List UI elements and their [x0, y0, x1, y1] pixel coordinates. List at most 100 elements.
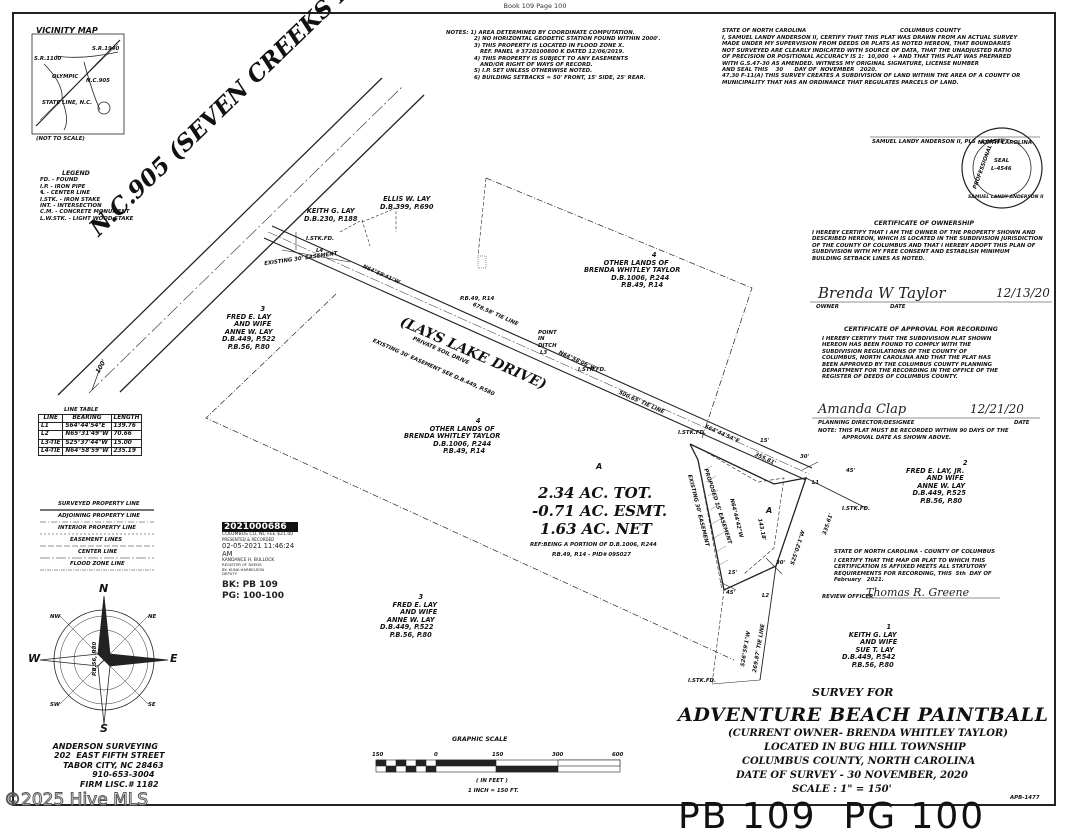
- istk-fd-label: I.STK.FD.: [678, 430, 707, 436]
- vicinity-label-nc905: N.C.905: [86, 78, 110, 84]
- adjoiner-line: BRENDA WHITLEY TAYLOR: [584, 266, 681, 275]
- line-legend-easement: EASEMENT LINES: [70, 537, 123, 543]
- ownership-line: OF THE COUNTY OF COLUMBUS AND THAT I HER…: [812, 242, 1036, 249]
- note-line: 2) NO HORIZONTAL GEODETIC STATION FOUND …: [474, 36, 661, 43]
- legend-item: INT. - INTERSECTION: [40, 203, 102, 210]
- survey-name: ADVENTURE BEACH PAINTBALL: [678, 704, 1049, 726]
- scale-tick: 150: [372, 752, 384, 758]
- compass-ne: NE: [148, 614, 157, 620]
- cert-line: MUNICIPALITY THAT HAS AN ORDINANCE THAT …: [722, 79, 959, 86]
- approval-certificate: I HEREBY CERTIFY THAT THE SUBDIVISION PL…: [822, 336, 998, 381]
- ownership-title: CERTIFICATE OF OWNERSHIP: [874, 220, 975, 227]
- surveyor-city: TABOR CITY, NC 28463: [62, 760, 164, 770]
- table-cell: N64°58'59"W: [62, 446, 112, 457]
- vicinity-label-sr1100: S.R.1100: [34, 56, 62, 62]
- adjoiner-keith-lay-south: 1 KEITH G. LAY AND WIFE SUE T. LAY D.B.4…: [842, 623, 897, 670]
- note-line: NOTES: 1) AREA DETERMINED BY COORDINATE …: [446, 30, 635, 36]
- compass-pb: P.B.56, P.80: [92, 641, 98, 676]
- book-page-header: Book 109 Page 100: [503, 2, 567, 10]
- owner-label: OWNER: [816, 304, 839, 310]
- review-signature: Thomas R. Greene: [866, 586, 970, 599]
- ownership-certificate: I HEREBY CERTIFY THAT I AM THE OWNER OF …: [812, 230, 1043, 262]
- adjoiner-line: D.B.399, P.690: [380, 202, 434, 211]
- line-table-col: LINE: [37, 413, 64, 424]
- vicinity-label-state-line: STATE LINE, N.C.: [42, 100, 93, 106]
- stamp-datetime: 02-05-2021 11:46:24 AM: [222, 542, 295, 559]
- compass-nw: NW: [50, 614, 61, 620]
- legend-title: LEGEND: [62, 170, 90, 177]
- table-cell: L4-TIE: [37, 446, 64, 457]
- point-in-ditch: POINT IN DITCH: [538, 330, 557, 349]
- istk-fd-label: I.STK.FD.: [306, 236, 335, 242]
- adjoiner-line: FRED E. LAY, JR.: [906, 466, 965, 475]
- mls-watermark: ©2025 Hive MLS: [3, 790, 149, 811]
- owner-date-label: DATE: [890, 304, 906, 310]
- adjoiner-line: AND WIFE: [234, 320, 272, 329]
- table-cell: 235.19: [110, 446, 143, 457]
- l3-label: L3: [540, 350, 548, 356]
- acreage-net: 1.63 AC. NET: [540, 520, 652, 538]
- adjoiner-line: P.B.56, P.80: [851, 660, 894, 669]
- vicinity-map-title: VICINITY MAP: [36, 26, 98, 35]
- dim-45: 45': [846, 468, 856, 474]
- adjoiner-line: P.B.56, P.80: [920, 496, 963, 505]
- compass-se: SE: [148, 702, 156, 708]
- review-title: STATE OF NORTH CAROLINA - COUNTY OF COLU…: [834, 549, 996, 555]
- plat-scale: SCALE : 1" = 150': [792, 784, 892, 795]
- compass-s: S: [100, 722, 108, 735]
- compass-sw: SW: [50, 702, 60, 708]
- vicinity-not-to-scale: (NOT TO SCALE): [36, 136, 85, 142]
- adjoiner-line: AND WIFE: [926, 474, 964, 483]
- ownership-line: BUILDING SETBACK LINES AS NOTED.: [812, 255, 925, 262]
- scale-tick: 150: [492, 752, 504, 758]
- graphic-scale-title: GRAPHIC SCALE: [452, 736, 508, 743]
- adjoiner-line: KEITH G. LAY: [848, 630, 897, 639]
- approval-line: SUBDIVISION REGULATIONS OF THE COUNTY OF: [822, 348, 968, 355]
- owner-signed-date: 12/13/20: [996, 286, 1050, 300]
- stamp-line1: COLUMBUS CO, NC FEE $21.00: [222, 532, 294, 537]
- adjoiner-num: 4: [475, 417, 481, 425]
- approval-title: CERTIFICATE OF APPROVAL FOR RECORDING: [844, 326, 998, 333]
- review-officer-label: REVIEW OFFICER: [822, 594, 874, 600]
- review-line: REQUIREMENTS FOR RECORDING, THIS 5th DAY…: [834, 570, 992, 577]
- note-line: AND/OR RIGHT OF WAYS OF RECORD.: [480, 62, 593, 69]
- approval-date-label: DATE: [1014, 420, 1030, 426]
- table-cell: 70.66: [110, 430, 143, 440]
- acreage-total: 2.34 AC. TOT.: [538, 484, 653, 502]
- surveyor-phone: 910-653-3004: [92, 770, 155, 780]
- table-row: L2 N65°31'49"W 70.66: [37, 430, 143, 440]
- table-cell: L1: [37, 422, 64, 432]
- adjoiner-keith-lay-top: KEITH G. LAY D.B.230, P.188: [304, 207, 357, 223]
- adjoiner-line: SUE T. LAY: [855, 645, 894, 654]
- surveyor-firm-license: FIRM LISC.# 1182: [79, 779, 159, 789]
- line-legend-center: CENTER LINE: [78, 549, 118, 555]
- approval-line: I HEREBY CERTIFY THAT THE SUBDIVISION PL…: [822, 336, 992, 342]
- adjoiner-line: P.B.49, P.14: [443, 447, 486, 456]
- line-legend-surveyed: SURVEYED PROPERTY LINE: [58, 501, 140, 507]
- adjoiner-line: ANNE W. LAY: [917, 481, 966, 490]
- approval-line: HEREON HAS BEEN FOUND TO COMPLY WITH THE: [822, 342, 972, 349]
- parcel-a-label: A: [596, 462, 603, 471]
- acreage-ref1: REF:BEING A PORTION OF D.B.1006, P.244: [530, 542, 657, 548]
- scale-tick: 300: [552, 752, 564, 758]
- table-cell: L3-TIE: [37, 438, 64, 448]
- adjoiner-line: D.B.449, P.525: [912, 489, 966, 498]
- county-state: COLUMBUS COUNTY, NORTH CAROLINA: [742, 756, 976, 767]
- easement-hatch: [703, 465, 729, 567]
- l1-label: L1: [812, 480, 820, 486]
- adjoiner-num: 4: [651, 251, 657, 259]
- note-line: 3) THIS PROPERTY IS LOCATED IN FLOOD ZON…: [474, 42, 625, 49]
- owner-signature: Brenda W Taylor: [818, 284, 946, 302]
- dim-15b: 15': [728, 570, 738, 576]
- adjoiner-num: 2: [962, 459, 968, 467]
- ownership-line: I HEREBY CERTIFY THAT I AM THE OWNER OF …: [812, 230, 1036, 236]
- acreage-easement: -0.71 AC. ESMT.: [532, 502, 668, 520]
- adjoiner-line: FRED E. LAY: [392, 600, 437, 609]
- stamp-line3: KANDANCE H. BULLOCK: [222, 558, 275, 564]
- line-table-title: LINE TABLE: [64, 407, 99, 413]
- survey-for: SURVEY FOR: [812, 686, 894, 699]
- scale-inch: 1 INCH = 150 FT.: [468, 788, 519, 794]
- note-line: 6) BUILDING SETBACKS = 50' FRONT, 15' SI…: [474, 74, 646, 81]
- table-cell: N65°31'49"W: [62, 430, 112, 440]
